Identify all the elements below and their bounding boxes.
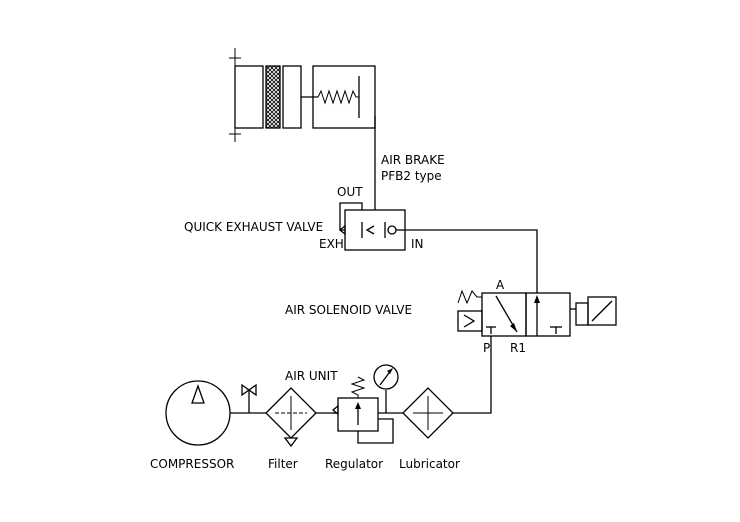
- brake-friction-pad: [265, 65, 281, 129]
- pipe-airunit-to-solenoid: [453, 336, 492, 414]
- solenoid-coil-icon: [587, 296, 617, 326]
- air-brake-cylinder: [229, 48, 376, 210]
- filter-label: Filter: [268, 457, 298, 471]
- pipe-qev-to-solenoid: [405, 229, 538, 293]
- compressor: [165, 380, 231, 446]
- shutoff-valve-icon: [241, 383, 257, 413]
- out-port-label: OUT: [337, 185, 363, 199]
- regulator-spring-icon: [350, 376, 366, 398]
- air-solenoid-valve: [457, 289, 617, 337]
- compressor-label: COMPRESSOR: [150, 457, 234, 471]
- check-ball-icon: [387, 225, 397, 235]
- pilot-actuator: [457, 310, 483, 332]
- brake-spring: [317, 89, 359, 105]
- air-solenoid-valve-label: AIR SOLENOID VALVE: [285, 303, 412, 317]
- air-unit-label: AIR UNIT: [285, 369, 338, 383]
- air-brake-label: AIR BRAKE: [381, 153, 445, 167]
- exhaust-port-arrow: [338, 224, 346, 236]
- quick-exhaust-valve: [338, 202, 406, 251]
- solenoid-port-a-label: A: [496, 278, 505, 292]
- solenoid-port-p-label: P: [483, 341, 490, 355]
- quick-exhaust-valve-label: QUICK EXHAUST VALVE: [184, 220, 323, 234]
- compressor-arrow-icon: [191, 384, 205, 404]
- filter-drain-icon: [283, 437, 299, 448]
- solenoid-port-r1-label: R1: [510, 341, 526, 355]
- in-port-label: IN: [411, 237, 424, 251]
- regulator: [331, 376, 394, 444]
- check-arrow-icon: [365, 225, 375, 235]
- exh-port-label: EXH: [319, 237, 344, 251]
- brake-type-label: PFB2 type: [381, 169, 442, 183]
- return-spring-icon: [457, 289, 482, 305]
- filter: [265, 387, 317, 448]
- lubricator: [402, 387, 454, 439]
- pressure-gauge: [373, 364, 399, 413]
- lubricator-label: Lubricator: [399, 457, 460, 471]
- regulator-label: Regulator: [325, 457, 383, 471]
